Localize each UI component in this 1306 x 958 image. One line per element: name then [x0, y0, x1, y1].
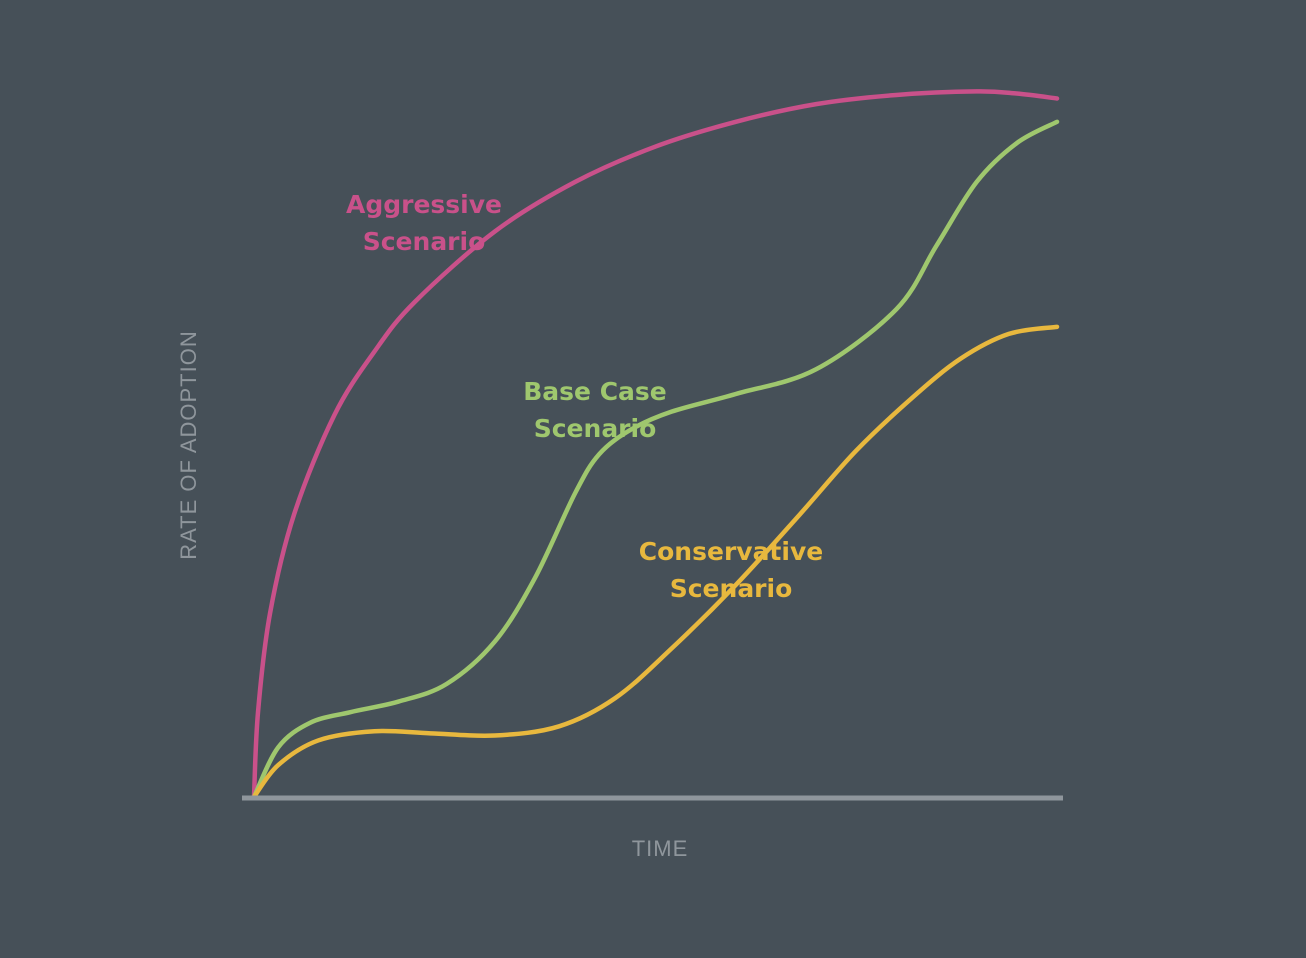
series-line-conservative-scenario: [251, 324, 1060, 800]
series-label-line: Scenario: [534, 414, 657, 443]
series-label-line: Conservative: [639, 537, 823, 566]
y-axis-title: RATE OF ADOPTION: [176, 330, 201, 560]
series-label-line: Base Case: [523, 377, 667, 406]
series-label-line: Scenario: [363, 227, 486, 256]
series-line-base-case-scenario: [251, 119, 1060, 800]
series-line-aggressive-scenario: [251, 89, 1060, 800]
series-label-line: Scenario: [670, 574, 793, 603]
series-layer: [251, 89, 1060, 800]
x-axis-title: TIME: [632, 836, 689, 861]
series-label-line: Aggressive: [346, 190, 502, 219]
